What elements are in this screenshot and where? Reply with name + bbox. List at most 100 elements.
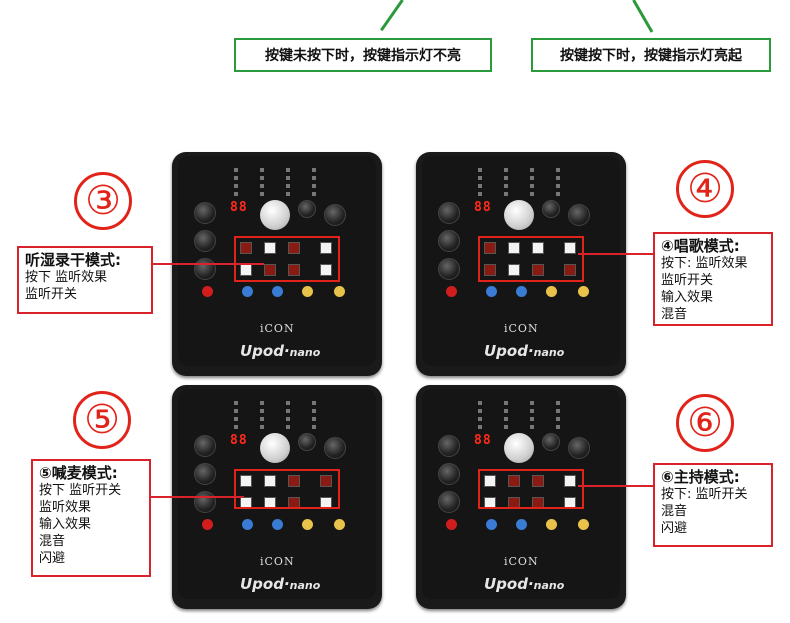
- model-name: Upod: [240, 575, 284, 593]
- status-led: [556, 417, 560, 421]
- input-knob[interactable]: [578, 286, 589, 297]
- status-led: [478, 425, 482, 429]
- input-knob[interactable]: [546, 286, 557, 297]
- mode-button[interactable]: [264, 264, 276, 276]
- status-led: [234, 409, 238, 413]
- mode-button[interactable]: [532, 475, 544, 487]
- gain-knob[interactable]: [194, 491, 216, 513]
- level-knob[interactable]: [542, 200, 560, 218]
- gain-knob[interactable]: [194, 202, 216, 224]
- status-led: [530, 401, 534, 405]
- input-knob[interactable]: [272, 286, 283, 297]
- gain-knob[interactable]: [438, 491, 460, 513]
- mode-button[interactable]: [288, 475, 300, 487]
- mode-button[interactable]: [320, 264, 332, 276]
- gain-knob[interactable]: [438, 463, 460, 485]
- mode-button[interactable]: [564, 264, 576, 276]
- mode-button[interactable]: [532, 264, 544, 276]
- model-suffix: nano: [533, 579, 565, 592]
- status-led: [312, 184, 316, 188]
- mode-button[interactable]: [508, 475, 520, 487]
- mode-button[interactable]: [288, 242, 300, 254]
- caption-unpressed: 按键未按下时，按键指示灯不亮: [234, 38, 492, 72]
- status-led: [478, 176, 482, 180]
- gain-knob[interactable]: [194, 463, 216, 485]
- status-led: [234, 184, 238, 188]
- input-knob[interactable]: [486, 286, 497, 297]
- input-knob[interactable]: [202, 519, 213, 530]
- status-led: [260, 401, 264, 405]
- level-knob[interactable]: [568, 204, 590, 226]
- input-knob[interactable]: [516, 519, 527, 530]
- volume-knob[interactable]: [260, 200, 290, 230]
- gain-knob[interactable]: [194, 258, 216, 280]
- mode-button[interactable]: [484, 264, 496, 276]
- gain-knob[interactable]: [438, 202, 460, 224]
- gain-knob[interactable]: [438, 435, 460, 457]
- input-knob[interactable]: [242, 286, 253, 297]
- gain-knob[interactable]: [438, 230, 460, 252]
- level-knob[interactable]: [542, 433, 560, 451]
- model-name: Upod: [484, 342, 528, 360]
- mode-button[interactable]: [240, 242, 252, 254]
- mode-button[interactable]: [320, 475, 332, 487]
- model-logo: Upod·nano: [484, 342, 565, 360]
- mode-title: ⑤喊麦模式:: [39, 464, 118, 482]
- highlight-frame: [234, 236, 340, 282]
- input-knob[interactable]: [302, 286, 313, 297]
- mode-title: ④唱歌模式:: [661, 237, 740, 255]
- input-knob[interactable]: [446, 286, 457, 297]
- mode-button[interactable]: [532, 242, 544, 254]
- input-knob[interactable]: [486, 519, 497, 530]
- level-knob[interactable]: [324, 204, 346, 226]
- status-led: [312, 176, 316, 180]
- mode-button[interactable]: [484, 475, 496, 487]
- status-led: [312, 192, 316, 196]
- brand-logo: iCON: [260, 555, 295, 568]
- red-connector-3: [153, 263, 264, 265]
- mode-line: 闪避: [661, 521, 688, 536]
- status-led: [286, 184, 290, 188]
- mode-button[interactable]: [320, 242, 332, 254]
- gain-knob[interactable]: [438, 258, 460, 280]
- input-knob[interactable]: [446, 519, 457, 530]
- status-led: [530, 176, 534, 180]
- input-knob[interactable]: [546, 519, 557, 530]
- led-display: 88: [474, 433, 492, 448]
- gain-knob[interactable]: [194, 230, 216, 252]
- level-knob[interactable]: [324, 437, 346, 459]
- mode-button[interactable]: [508, 242, 520, 254]
- mode-button[interactable]: [564, 475, 576, 487]
- input-knob[interactable]: [334, 286, 345, 297]
- volume-knob[interactable]: [504, 433, 534, 463]
- mode-button[interactable]: [264, 475, 276, 487]
- volume-knob[interactable]: [504, 200, 534, 230]
- input-knob[interactable]: [272, 519, 283, 530]
- mode-button[interactable]: [264, 242, 276, 254]
- model-suffix: nano: [289, 579, 321, 592]
- mode-line: 混音: [39, 534, 66, 549]
- input-knob[interactable]: [302, 519, 313, 530]
- status-led: [504, 184, 508, 188]
- mode-button[interactable]: [508, 264, 520, 276]
- input-knob[interactable]: [516, 286, 527, 297]
- input-knob[interactable]: [242, 519, 253, 530]
- input-knob[interactable]: [334, 519, 345, 530]
- status-led: [556, 409, 560, 413]
- level-knob[interactable]: [568, 437, 590, 459]
- level-knob[interactable]: [298, 433, 316, 451]
- status-led: [504, 417, 508, 421]
- mode-button[interactable]: [564, 242, 576, 254]
- level-knob[interactable]: [298, 200, 316, 218]
- input-knob[interactable]: [578, 519, 589, 530]
- mode-button[interactable]: [240, 475, 252, 487]
- gain-knob[interactable]: [194, 435, 216, 457]
- status-led: [504, 401, 508, 405]
- mode-button[interactable]: [288, 264, 300, 276]
- input-knob[interactable]: [202, 286, 213, 297]
- mode-button[interactable]: [484, 242, 496, 254]
- volume-knob[interactable]: [260, 433, 290, 463]
- status-led: [556, 184, 560, 188]
